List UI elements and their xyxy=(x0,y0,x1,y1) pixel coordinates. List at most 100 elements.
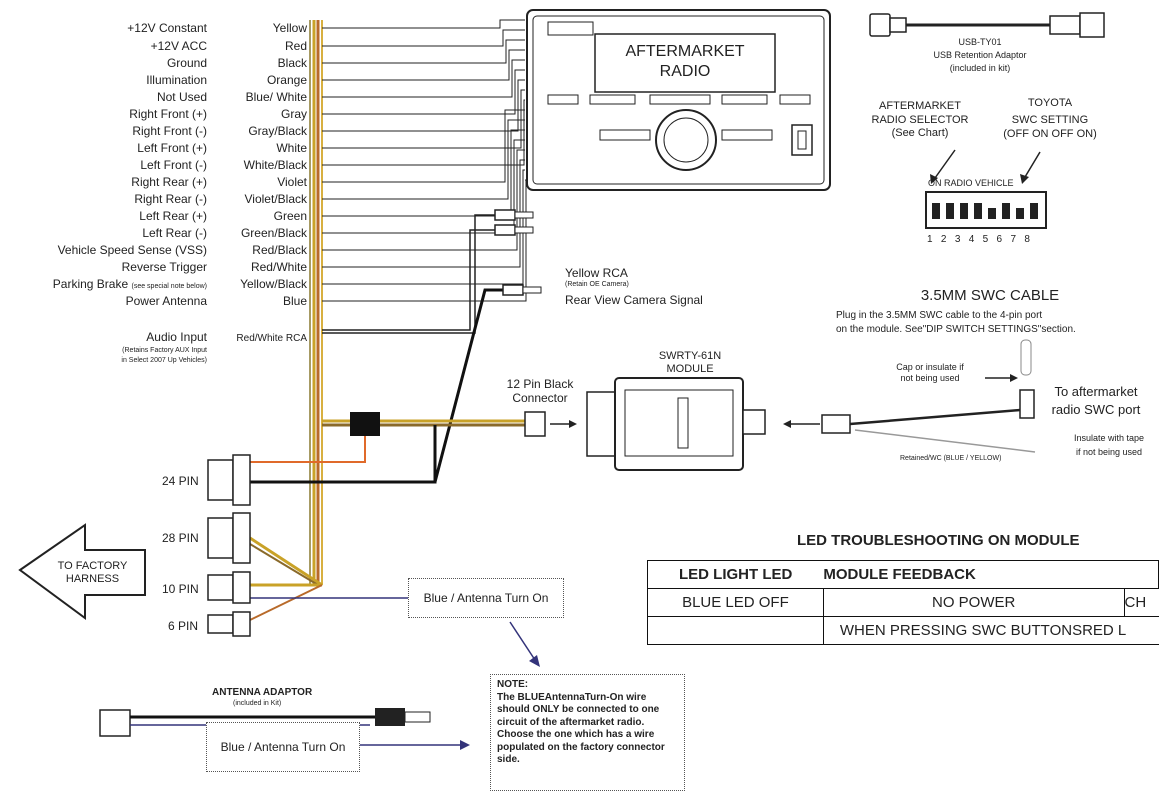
wire-trunk xyxy=(309,20,323,585)
usb-adaptor xyxy=(869,12,1105,38)
dip-switch xyxy=(925,149,1047,229)
antenna-turn-on-label: Blue / Antenna Turn On xyxy=(408,578,564,618)
swrty-module xyxy=(586,339,1036,471)
antenna-adaptor-wire-label: Blue / Antenna Turn On xyxy=(206,722,360,772)
factory-harness-line1: TO FACTORY xyxy=(57,560,128,572)
pin-label-6: 6 PIN xyxy=(168,619,199,633)
wire-color-label: Red/Black xyxy=(252,243,307,257)
swc-wire-label: Retained/WC (BLUE / YELLOW) xyxy=(900,455,1002,462)
table-cell: NO POWER xyxy=(822,588,1125,617)
wire-function-label: Right Rear (-) xyxy=(134,192,207,206)
note-box: NOTE: The BLUEAntennaTurn-On wire should… xyxy=(490,674,685,791)
pin-label-28: 28 PIN xyxy=(162,531,199,545)
table-header-cell: LED LIGHT LED xyxy=(647,560,824,589)
harness-connectors xyxy=(207,454,408,637)
module-label: MODULE xyxy=(666,363,714,375)
audio-input-color: Red/White RCA xyxy=(236,333,307,344)
connector-line1: 12 Pin Black xyxy=(506,377,574,391)
wire-fanout xyxy=(322,19,527,302)
led-table-title: LED TROUBLESHOOTING ON MODULE xyxy=(797,532,1080,549)
dip-number: 1 xyxy=(927,234,933,245)
aftermarket-radio xyxy=(526,9,831,191)
antenna-adaptor-title: ANTENNA ADAPTOR xyxy=(212,687,313,698)
rca-plugs xyxy=(322,209,542,483)
to-aftermarket-line1: To aftermarket xyxy=(1054,384,1138,399)
wire-function-label: Illumination xyxy=(146,73,207,87)
toyota-swc-line3: (OFF ON OFF ON) xyxy=(1003,128,1097,140)
dip-header: ON RADIO VEHICLE xyxy=(928,178,1014,188)
pin-label-10: 10 PIN xyxy=(162,582,199,596)
swc-cable-line1: Plug in the 3.5MM SWC cable to the 4-pin… xyxy=(836,310,1043,321)
pin-label-24: 24 PIN xyxy=(162,474,199,488)
wire-color-label: Yellow/Black xyxy=(240,277,307,291)
wire-color-label: Blue xyxy=(282,294,307,308)
dip-number: 6 xyxy=(996,234,1003,245)
dip-numbers: 1 2 3 4 5 6 7 8 xyxy=(927,234,1030,245)
dip-number: 4 xyxy=(968,234,975,245)
swc-cable-title: 3.5MM SWC CABLE xyxy=(920,287,1060,304)
usb-model: USB-TY01 xyxy=(958,37,1002,47)
wire-color-label: Blue/ White xyxy=(245,90,307,104)
connector-line2: Connector xyxy=(512,391,568,405)
dip-number: 8 xyxy=(1024,234,1030,245)
camera-signal: Rear View Camera Signal xyxy=(565,293,703,307)
wire-color-label: Green xyxy=(273,209,307,223)
swc-cable-line2: on the module. See"DIP SWITCH SETTINGS"s… xyxy=(836,324,1076,335)
note-body: The BLUEAntennaTurn-On wire should ONLY … xyxy=(497,691,665,766)
wire-function-label: Right Rear (+) xyxy=(131,175,207,189)
module-model: SWRTY-61N xyxy=(658,350,722,362)
factory-harness-line2: HARNESS xyxy=(65,573,120,585)
table-cell: CH xyxy=(1123,588,1159,617)
audio-input-label: Audio Input xyxy=(146,330,207,344)
note-arrows xyxy=(360,621,540,750)
dip-number: 7 xyxy=(1010,234,1016,245)
usb-note: (included in kit) xyxy=(949,63,1011,73)
camera-sub: (Retain OE Camera) xyxy=(565,281,629,288)
wire-color-label: Orange xyxy=(266,73,307,87)
wire-function-label: Left Front (-) xyxy=(140,158,207,172)
wire-color-label: Gray xyxy=(280,107,307,121)
table-row: WHEN PRESSING SWC BUTTONSRED L xyxy=(647,616,1159,645)
wire-function-note: (see special note below) xyxy=(131,283,208,290)
to-aftermarket-line2: radio SWC port xyxy=(1051,402,1141,417)
aftermarket-selector-line2: RADIO SELECTOR xyxy=(871,114,969,126)
table-header-row: LED LIGHT LED MODULE FEEDBACK xyxy=(647,560,1159,589)
wire-function-label: Vehicle Speed Sense (VSS) xyxy=(57,243,207,257)
wire-color-label: Green/Black xyxy=(240,226,307,240)
wire-color-label: Black xyxy=(277,56,307,70)
insulate-note-line1: Insulate with tape xyxy=(1073,433,1145,443)
usb-name: USB Retention Adaptor xyxy=(933,50,1027,60)
wire-function-label: Right Front (-) xyxy=(132,124,207,138)
table-cell: WHEN PRESSING SWC BUTTONSRED L xyxy=(822,616,1159,645)
insulate-note-line2: if not being used xyxy=(1075,447,1143,457)
factory-harness-arrow xyxy=(18,523,146,620)
wire-function-label: Ground xyxy=(166,56,207,70)
audio-input-note-2: in Select 2007 Up Vehicles) xyxy=(121,357,207,364)
antenna-adaptor-sub: (included in Kit) xyxy=(233,700,282,707)
harness-wires xyxy=(250,411,577,484)
radio-display-line2: RADIO xyxy=(659,63,711,80)
wire-function-text: Parking Brake xyxy=(52,277,129,291)
aftermarket-selector-line3: (See Chart) xyxy=(891,127,949,139)
wire-function-label: Left Front (+) xyxy=(137,141,207,155)
dip-number: 5 xyxy=(982,234,989,245)
wire-function-label: Not Used xyxy=(156,90,207,104)
toyota-swc-line2: SWC SETTING xyxy=(1011,114,1089,126)
wire-color-label: Violet/Black xyxy=(244,192,307,206)
wire-color-label: Violet xyxy=(277,175,307,189)
wire-color-label: Gray/Black xyxy=(248,124,307,138)
wire-color-label: Red/White xyxy=(250,260,307,274)
dip-number: 3 xyxy=(954,234,961,245)
table-cell: BLUE LED OFF xyxy=(647,588,824,617)
wire-color-label: White/Black xyxy=(243,158,307,172)
wire-function-label: Power Antenna xyxy=(125,294,207,308)
wire-color-label: Yellow xyxy=(272,21,307,35)
cap-note-line2: not being used xyxy=(900,373,960,383)
dip-number: 2 xyxy=(940,234,947,245)
wire-function-label: +12V Constant xyxy=(127,21,207,35)
wire-color-label: Red xyxy=(284,39,307,53)
wire-color-label: White xyxy=(276,141,307,155)
radio-display-line1: AFTERMARKET xyxy=(625,43,745,60)
cap-note-line1: Cap or insulate if xyxy=(896,362,964,372)
